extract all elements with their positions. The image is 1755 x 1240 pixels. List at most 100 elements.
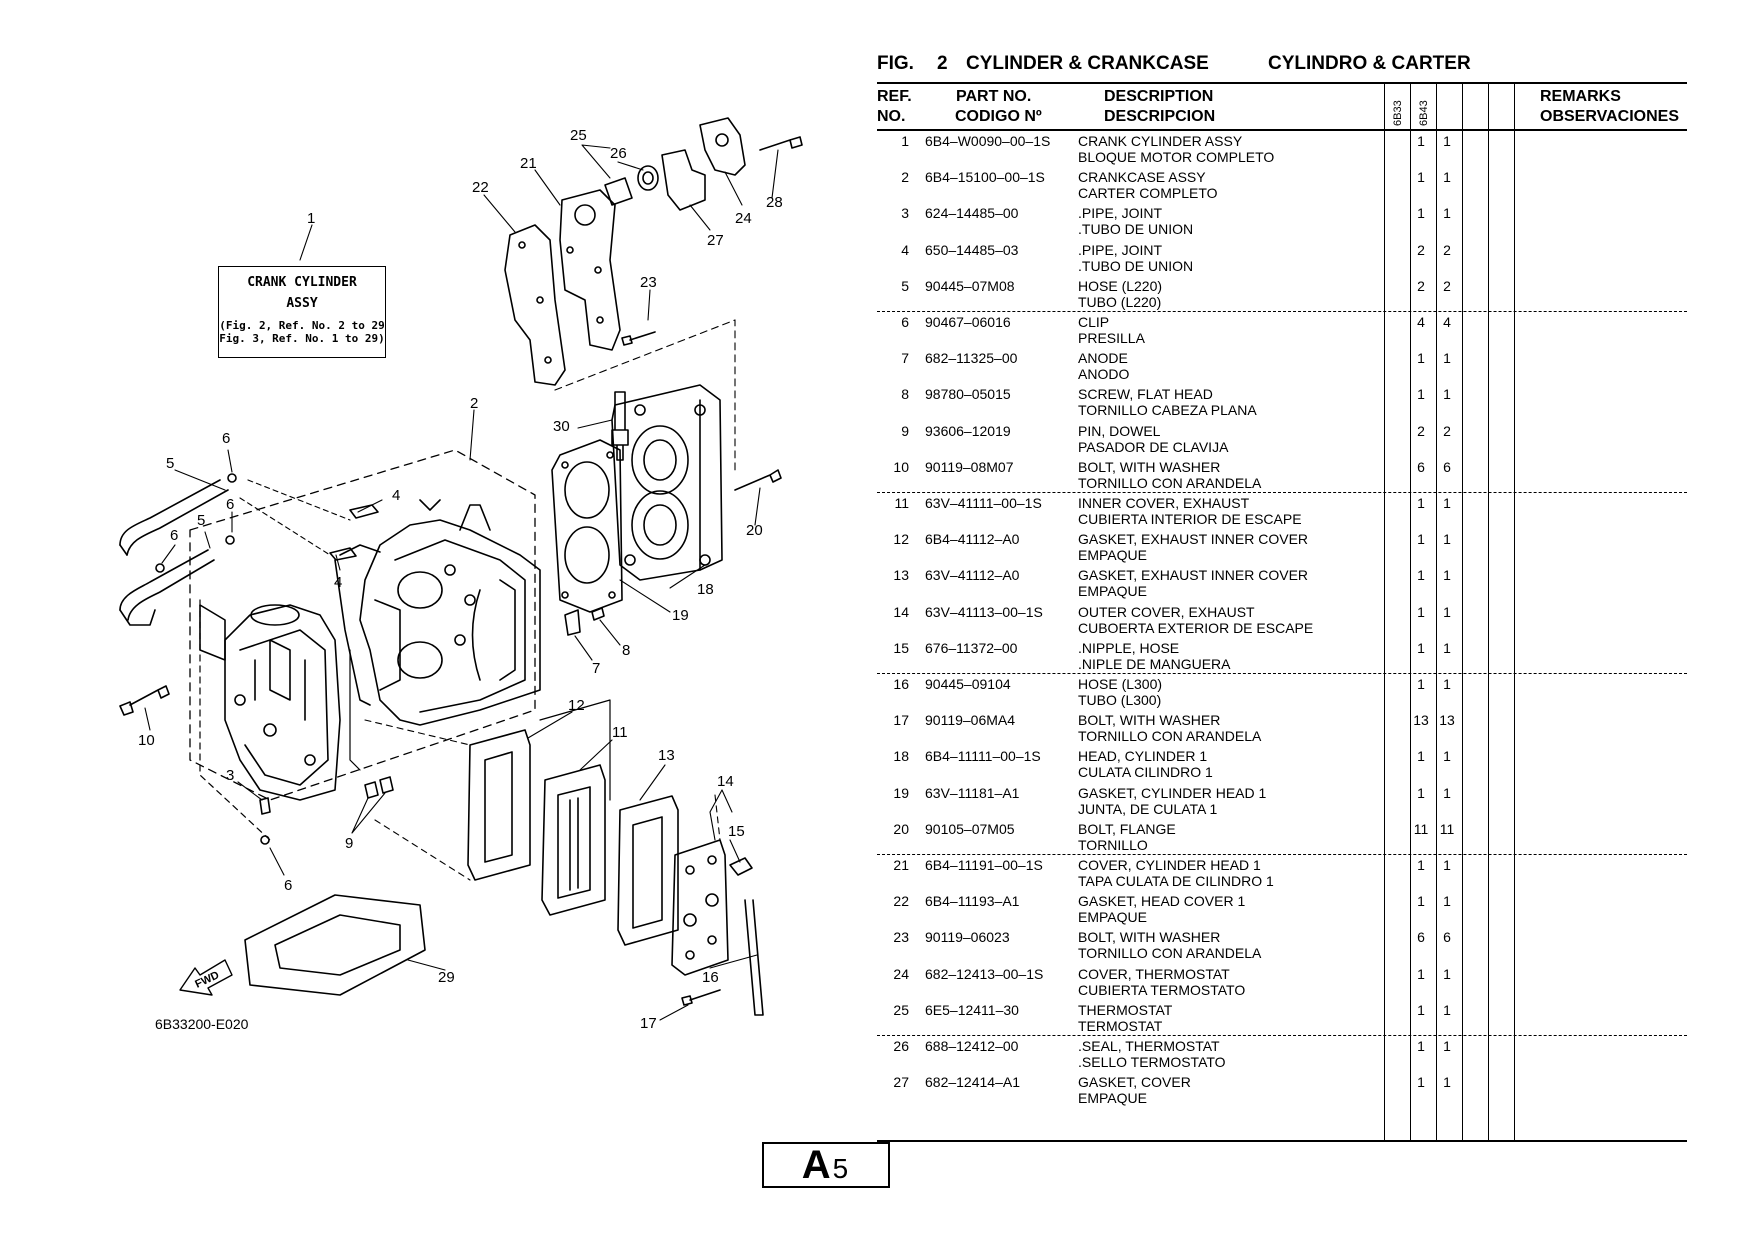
part-number-cell: 6B4–W0090–00–1S bbox=[925, 133, 1051, 149]
description-spanish-cell: .TUBO DE UNION bbox=[1078, 257, 1194, 274]
qty-6b33-cell: 1 bbox=[1417, 205, 1425, 222]
qty-6b33-cell: 1 bbox=[1417, 495, 1425, 511]
description-spanish-cell: TORNILLO CABEZA PLANA bbox=[1078, 402, 1257, 419]
ref-cell: 10 bbox=[893, 458, 909, 475]
qty-6b33-cell: 1 bbox=[1417, 639, 1425, 656]
ref-cell: 20 bbox=[893, 820, 909, 837]
table-bottom-rule bbox=[877, 1140, 1687, 1142]
ref-cell: 7 bbox=[901, 350, 909, 367]
part-number-cell: 93606–12019 bbox=[925, 422, 1011, 439]
description-spanish-cell: .NIPLE DE MANGUERA bbox=[1078, 655, 1231, 672]
ref-cell: 18 bbox=[893, 748, 909, 765]
qty-6b43-cell: 1 bbox=[1443, 639, 1451, 656]
ref-cell: 24 bbox=[893, 965, 909, 982]
fig-label: FIG. bbox=[877, 53, 914, 74]
qty-6b43-cell: 6 bbox=[1443, 458, 1451, 475]
qty-6b43-cell: 1 bbox=[1443, 1074, 1451, 1091]
qty-6b33-cell: 1 bbox=[1417, 784, 1425, 801]
callout-22: 22 bbox=[472, 179, 489, 196]
qty-6b33-cell: 1 bbox=[1417, 857, 1425, 873]
qty-6b43-cell: 1 bbox=[1443, 857, 1451, 873]
qty-6b43-cell: 6 bbox=[1443, 929, 1451, 946]
ref-cell: 21 bbox=[893, 857, 909, 873]
part-number-cell: 90445–07M08 bbox=[925, 277, 1015, 294]
ref-cell: 19 bbox=[893, 784, 909, 801]
page-letter: A bbox=[801, 1143, 833, 1187]
ref-cell: 25 bbox=[893, 1001, 909, 1018]
description-cell: .PIPE, JOINT bbox=[1078, 205, 1163, 222]
group-separator bbox=[877, 673, 1687, 674]
callout-17: 17 bbox=[640, 1015, 657, 1032]
page-title-spanish: CYLINDRO & CARTER bbox=[1268, 53, 1471, 74]
part-number-cell: 676–11372–00 bbox=[925, 639, 1018, 656]
callout-2: 2 bbox=[470, 395, 478, 412]
group-separator bbox=[877, 854, 1687, 855]
qty-6b33-cell: 11 bbox=[1413, 820, 1429, 837]
ref-cell: 26 bbox=[893, 1038, 909, 1054]
col-ref: REF.NO. bbox=[877, 88, 912, 125]
callout-25: 25 bbox=[570, 127, 587, 144]
description-spanish-cell: EMPAQUE bbox=[1078, 909, 1147, 926]
description-cell: ANODE bbox=[1078, 350, 1128, 367]
qty-6b33-cell: 1 bbox=[1417, 603, 1425, 620]
qty-6b43-cell: 1 bbox=[1443, 1001, 1451, 1018]
description-spanish-cell: EMPAQUE bbox=[1078, 583, 1147, 600]
description-cell: OUTER COVER, EXHAUST bbox=[1078, 603, 1255, 620]
callout-16: 16 bbox=[702, 969, 719, 986]
qty-6b43-cell: 1 bbox=[1443, 748, 1451, 765]
callout-4b: 4 bbox=[334, 574, 342, 591]
exhaust-gasket-13 bbox=[617, 795, 679, 946]
part-number-cell: 63V–41113–00–1S bbox=[925, 603, 1043, 620]
description-cell: INNER COVER, EXHAUST bbox=[1078, 495, 1250, 511]
diagram-code: 6B33200-E020 bbox=[155, 1016, 249, 1032]
qty-6b43-cell: 1 bbox=[1443, 603, 1451, 620]
table-top-rule bbox=[877, 82, 1687, 84]
ref-cell: 5 bbox=[901, 277, 909, 294]
divider bbox=[1384, 82, 1385, 1140]
qty-6b33-cell: 1 bbox=[1417, 1038, 1425, 1054]
callout-3: 3 bbox=[226, 767, 234, 784]
part-number-cell: 6E5–12411–30 bbox=[925, 1001, 1019, 1018]
qty-6b33-cell: 1 bbox=[1417, 1001, 1425, 1018]
ref-cell: 14 bbox=[893, 603, 909, 620]
qty-6b33-cell: 4 bbox=[1417, 314, 1425, 330]
qty-6b33-cell: 2 bbox=[1417, 277, 1425, 294]
description-cell: HOSE (L300) bbox=[1078, 676, 1163, 692]
divider bbox=[1514, 82, 1515, 1140]
crank-note-line2: ASSY bbox=[286, 296, 318, 311]
part-number-cell: 6B4–11111–00–1S bbox=[925, 748, 1041, 765]
crank-note-line3: (Fig. 2, Ref. No. 2 to 29 bbox=[219, 319, 385, 332]
qty-6b43-cell: 2 bbox=[1443, 277, 1451, 294]
part-number-cell: 682–11325–00 bbox=[925, 350, 1018, 367]
part-number-cell: 6B4–41112–A0 bbox=[925, 531, 1020, 548]
divider bbox=[1488, 82, 1489, 1140]
ref-cell: 8 bbox=[901, 386, 909, 403]
callout-4a: 4 bbox=[392, 487, 400, 504]
description-spanish-cell: ANODO bbox=[1078, 366, 1130, 383]
callout-28: 28 bbox=[766, 194, 783, 211]
description-cell: SCREW, FLAT HEAD bbox=[1078, 386, 1213, 403]
divider bbox=[1462, 82, 1463, 1140]
qty-6b43-cell: 1 bbox=[1443, 350, 1451, 367]
callout-18: 18 bbox=[697, 581, 714, 598]
group-separator bbox=[877, 1035, 1687, 1036]
description-cell: CRANKCASE ASSY bbox=[1078, 169, 1206, 186]
group-separator bbox=[877, 311, 1687, 312]
ref-cell: 9 bbox=[901, 422, 909, 439]
callout-7: 7 bbox=[592, 660, 600, 677]
callout-6b: 6 bbox=[226, 496, 234, 513]
callout-10: 10 bbox=[138, 732, 155, 749]
cylinder-head-part bbox=[611, 384, 723, 581]
description-cell: .NIPPLE, HOSE bbox=[1078, 639, 1180, 656]
part-number-cell: 6B4–11193–A1 bbox=[925, 893, 1020, 910]
callout-20: 20 bbox=[746, 522, 763, 539]
